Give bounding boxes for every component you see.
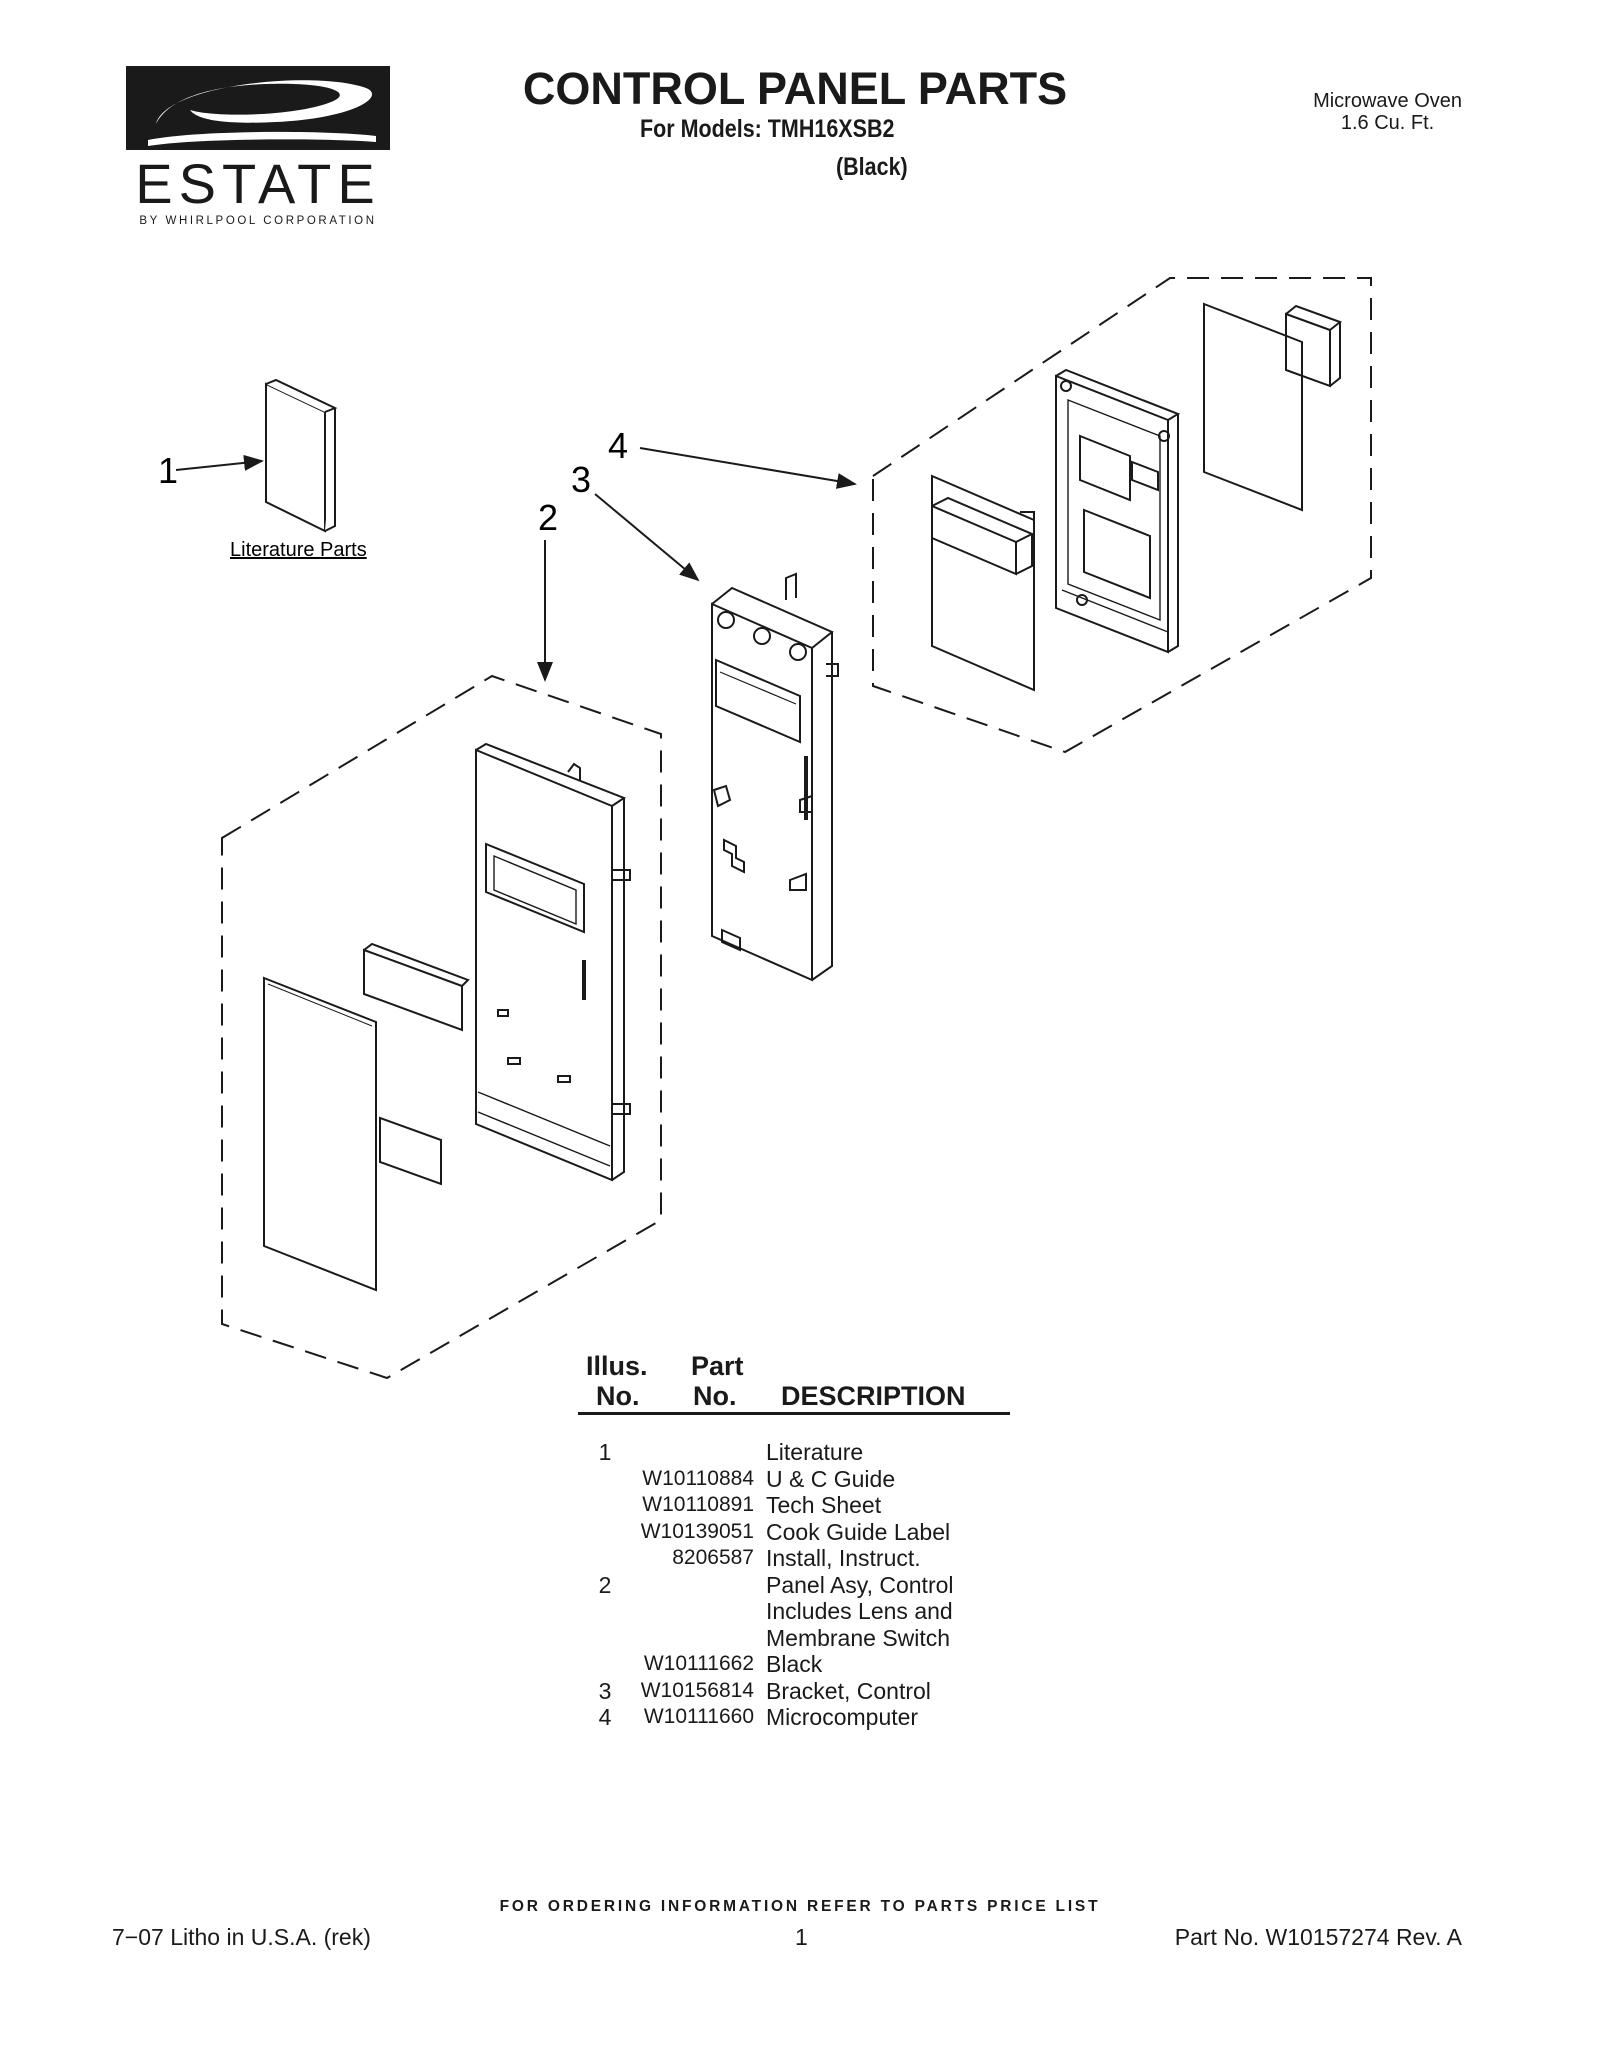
table-header-rule: [578, 1412, 1010, 1415]
product-type: Microwave Oven: [1313, 90, 1462, 112]
callout-2: 2: [538, 497, 558, 538]
description-cell: Black: [766, 1651, 823, 1677]
description-cell: Panel Asy, Control: [766, 1571, 954, 1598]
part-no-cell: W10139051: [640, 1519, 754, 1543]
table-row: 1 Literature: [578, 1439, 1138, 1466]
illus-no-cell: 3: [598, 1677, 612, 1704]
document-part-number: Part No. W10157274 Rev. A: [1174, 1924, 1462, 1950]
control-lens-drawing: [263, 942, 470, 1292]
page-number: 1: [795, 1924, 808, 1950]
header-illus-line1: Illus.: [586, 1351, 648, 1381]
model-number: For Models: TMH16XSB2: [640, 115, 895, 143]
brand-wordmark: ESTATE: [135, 152, 381, 215]
model-color: (Black): [836, 153, 908, 181]
part-no-cell: W10111662: [643, 1652, 754, 1675]
part-no-cell: [632, 1598, 754, 1625]
description-cell: Tech Sheet: [766, 1492, 882, 1518]
description-cell: Microcomputer: [766, 1704, 919, 1730]
illus-no-cell: [578, 1598, 632, 1625]
literature-booklet-drawing: [265, 378, 338, 533]
header-part-line2: No.: [693, 1381, 737, 1411]
table-row: W10111662 Black: [578, 1651, 1138, 1678]
microcomputer-board-drawing: [1203, 302, 1343, 512]
part-no-cell: [632, 1572, 754, 1599]
part-no-cell: 8206587: [672, 1546, 754, 1569]
callout-1: 1: [158, 450, 178, 491]
control-bracket-drawing: [711, 572, 839, 982]
control-panel-drawing: [475, 742, 631, 1182]
table-row: 2 Panel Asy, Control: [578, 1572, 1138, 1599]
table-row: Membrane Switch: [578, 1625, 1138, 1652]
part-no-cell: [632, 1625, 754, 1652]
illus-no-cell: [578, 1492, 632, 1519]
illus-no-cell: [578, 1466, 632, 1493]
header-description: DESCRIPTION: [781, 1381, 966, 1411]
description-cell: Literature: [766, 1439, 864, 1465]
product-capacity: 1.6 Cu. Ft.: [1340, 112, 1435, 135]
part-no-cell: W10156814: [640, 1678, 754, 1702]
description-cell: Install, Instruct.: [766, 1545, 921, 1571]
table-row: 4 W10111660 Microcomputer: [578, 1704, 1138, 1731]
part-no-cell: W10111660: [643, 1705, 754, 1728]
estate-logo: ESTATE BY WHIRLPOOL CORPORATION: [126, 66, 390, 227]
page-title: CONTROL PANEL PARTS: [522, 63, 1068, 114]
callout-4: 4: [608, 425, 628, 466]
display-board-drawing: [931, 474, 1035, 692]
exploded-parts-diagram: 1 2 3 4 Literature Parts: [158, 277, 1372, 1380]
illus-no-cell: [578, 1519, 632, 1546]
litho-info: 7−07 Litho in U.S.A. (rek): [112, 1924, 371, 1950]
part-no-cell: W10110884: [642, 1466, 754, 1490]
description-cell: Cook Guide Label: [766, 1518, 951, 1545]
illus-no-cell: 4: [598, 1704, 612, 1730]
microcomputer-frame-drawing: [1055, 368, 1181, 654]
header-illus-line2: No.: [596, 1381, 640, 1411]
illus-no-cell: [578, 1625, 632, 1652]
table-row: W10110891 Tech Sheet: [578, 1492, 1138, 1519]
description-cell: U & C Guide: [766, 1465, 896, 1492]
callout-3: 3: [571, 459, 591, 500]
illus-no-cell: 2: [598, 1571, 612, 1598]
table-row: 3 W10156814 Bracket, Control: [578, 1678, 1138, 1705]
illus-no-cell: 1: [598, 1439, 612, 1465]
product-description: Microwave Oven 1.6 Cu. Ft.: [1313, 90, 1462, 135]
illus-no-cell: [578, 1651, 632, 1678]
table-row: W10110884 U & C Guide: [578, 1466, 1138, 1493]
estate-swoosh-icon: [126, 66, 390, 150]
illus-no-cell: [578, 1545, 632, 1572]
part-no-cell: [632, 1439, 754, 1466]
description-cell: Membrane Switch: [766, 1624, 951, 1651]
table-row: 8206587 Install, Instruct.: [578, 1545, 1138, 1572]
description-cell: Includes Lens and: [766, 1598, 953, 1624]
table-row: W10139051 Cook Guide Label: [578, 1519, 1138, 1546]
header-part-line1: Part: [691, 1351, 744, 1381]
ordering-note: FOR ORDERING INFORMATION REFER TO PARTS …: [499, 1898, 1101, 1915]
table-row: Includes Lens and: [578, 1598, 1138, 1625]
description-cell: Bracket, Control: [766, 1677, 931, 1704]
brand-tagline: BY WHIRLPOOL CORPORATION: [139, 215, 377, 227]
literature-parts-label: Literature Parts: [230, 539, 367, 561]
part-no-cell: W10110891: [642, 1493, 754, 1516]
